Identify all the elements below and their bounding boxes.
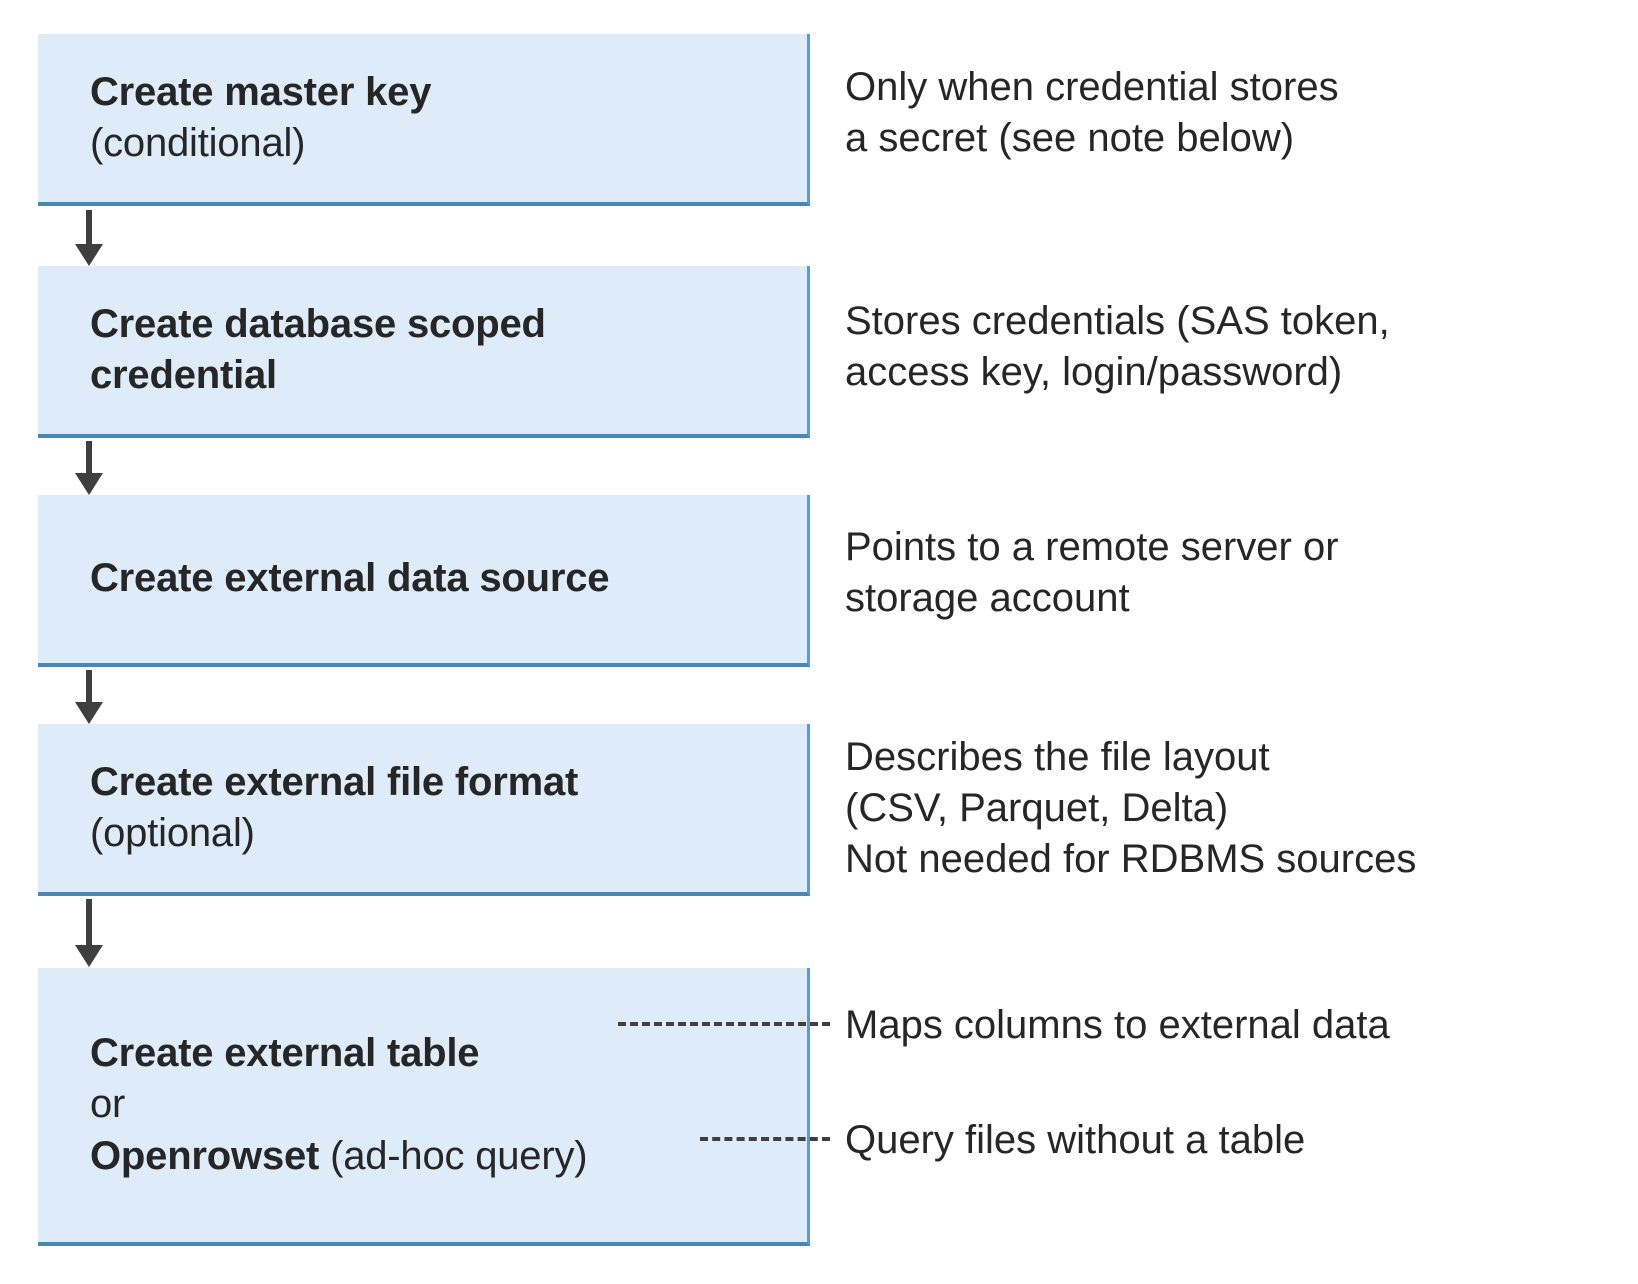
flow-box-create-master-key: Create master key (conditional) [38,34,810,206]
step-separator-or: or [90,1082,126,1127]
note-external-file-format: Describes the file layout (CSV, Parquet,… [845,732,1416,886]
flow-box-create-external-table-or-openrowset: Create external table or Openrowset (ad-… [38,968,810,1246]
note-external-data-source-line-2: storage account [845,576,1130,621]
step-subtitle-master-key: (conditional) [90,121,306,165]
step-title-external-table: Create external table [90,1031,480,1076]
note-master-key: Only when credential stores a secret (se… [845,62,1339,164]
arrow-down-icon-3 [75,670,103,724]
step-title-external-file-format: Create external file format [90,759,579,804]
note-external-data-source-line-1: Points to a remote server or [845,525,1339,569]
note-scoped-credential-line-2: access key, login/password) [845,350,1343,395]
arrow-down-icon-4 [75,899,103,967]
note-openrowset: Query files without a table [845,1118,1306,1162]
step-title-openrowset: Openrowset (ad-hoc query) [38,1131,807,1182]
step-title-external-data-source: Create external data source [90,556,610,601]
dashed-connector-openrowset [700,1137,830,1141]
arrow-down-icon-2 [75,441,103,495]
step-title-master-key: Create master key [90,69,432,114]
note-external-file-format-line-3: Not needed for RDBMS sources [845,837,1417,882]
flow-box-create-external-data-source: Create external data source [38,495,810,667]
arrow-down-icon-1 [75,210,103,266]
note-master-key-line-1: Only when credential stores [845,65,1339,109]
note-master-key-line-2: a secret (see note below) [845,116,1295,161]
step-title-openrowset-rest: (ad-hoc query) [319,1133,588,1178]
note-scoped-credential: Stores credentials (SAS token, access ke… [845,296,1390,398]
flow-box-create-database-scoped-credential: Create database scoped credential [38,266,810,438]
note-external-table: Maps columns to external data [845,1003,1390,1047]
step-title-openrowset-bold: Openrowset [90,1133,320,1178]
step-title-scoped-credential-line-1: Create database scoped [90,301,546,346]
flow-box-create-external-file-format: Create external file format (optional) [38,724,810,896]
note-scoped-credential-line-1: Stores credentials (SAS token, [845,299,1390,343]
step-subtitle-external-file-format: (optional) [90,811,255,855]
note-external-file-format-line-2: (CSV, Parquet, Delta) [845,786,1229,831]
note-external-file-format-line-1: Describes the file layout [845,735,1270,779]
note-external-data-source: Points to a remote server or storage acc… [845,522,1339,624]
step-title-scoped-credential-line-2: credential [90,353,277,397]
dashed-connector-external-table [618,1022,830,1026]
